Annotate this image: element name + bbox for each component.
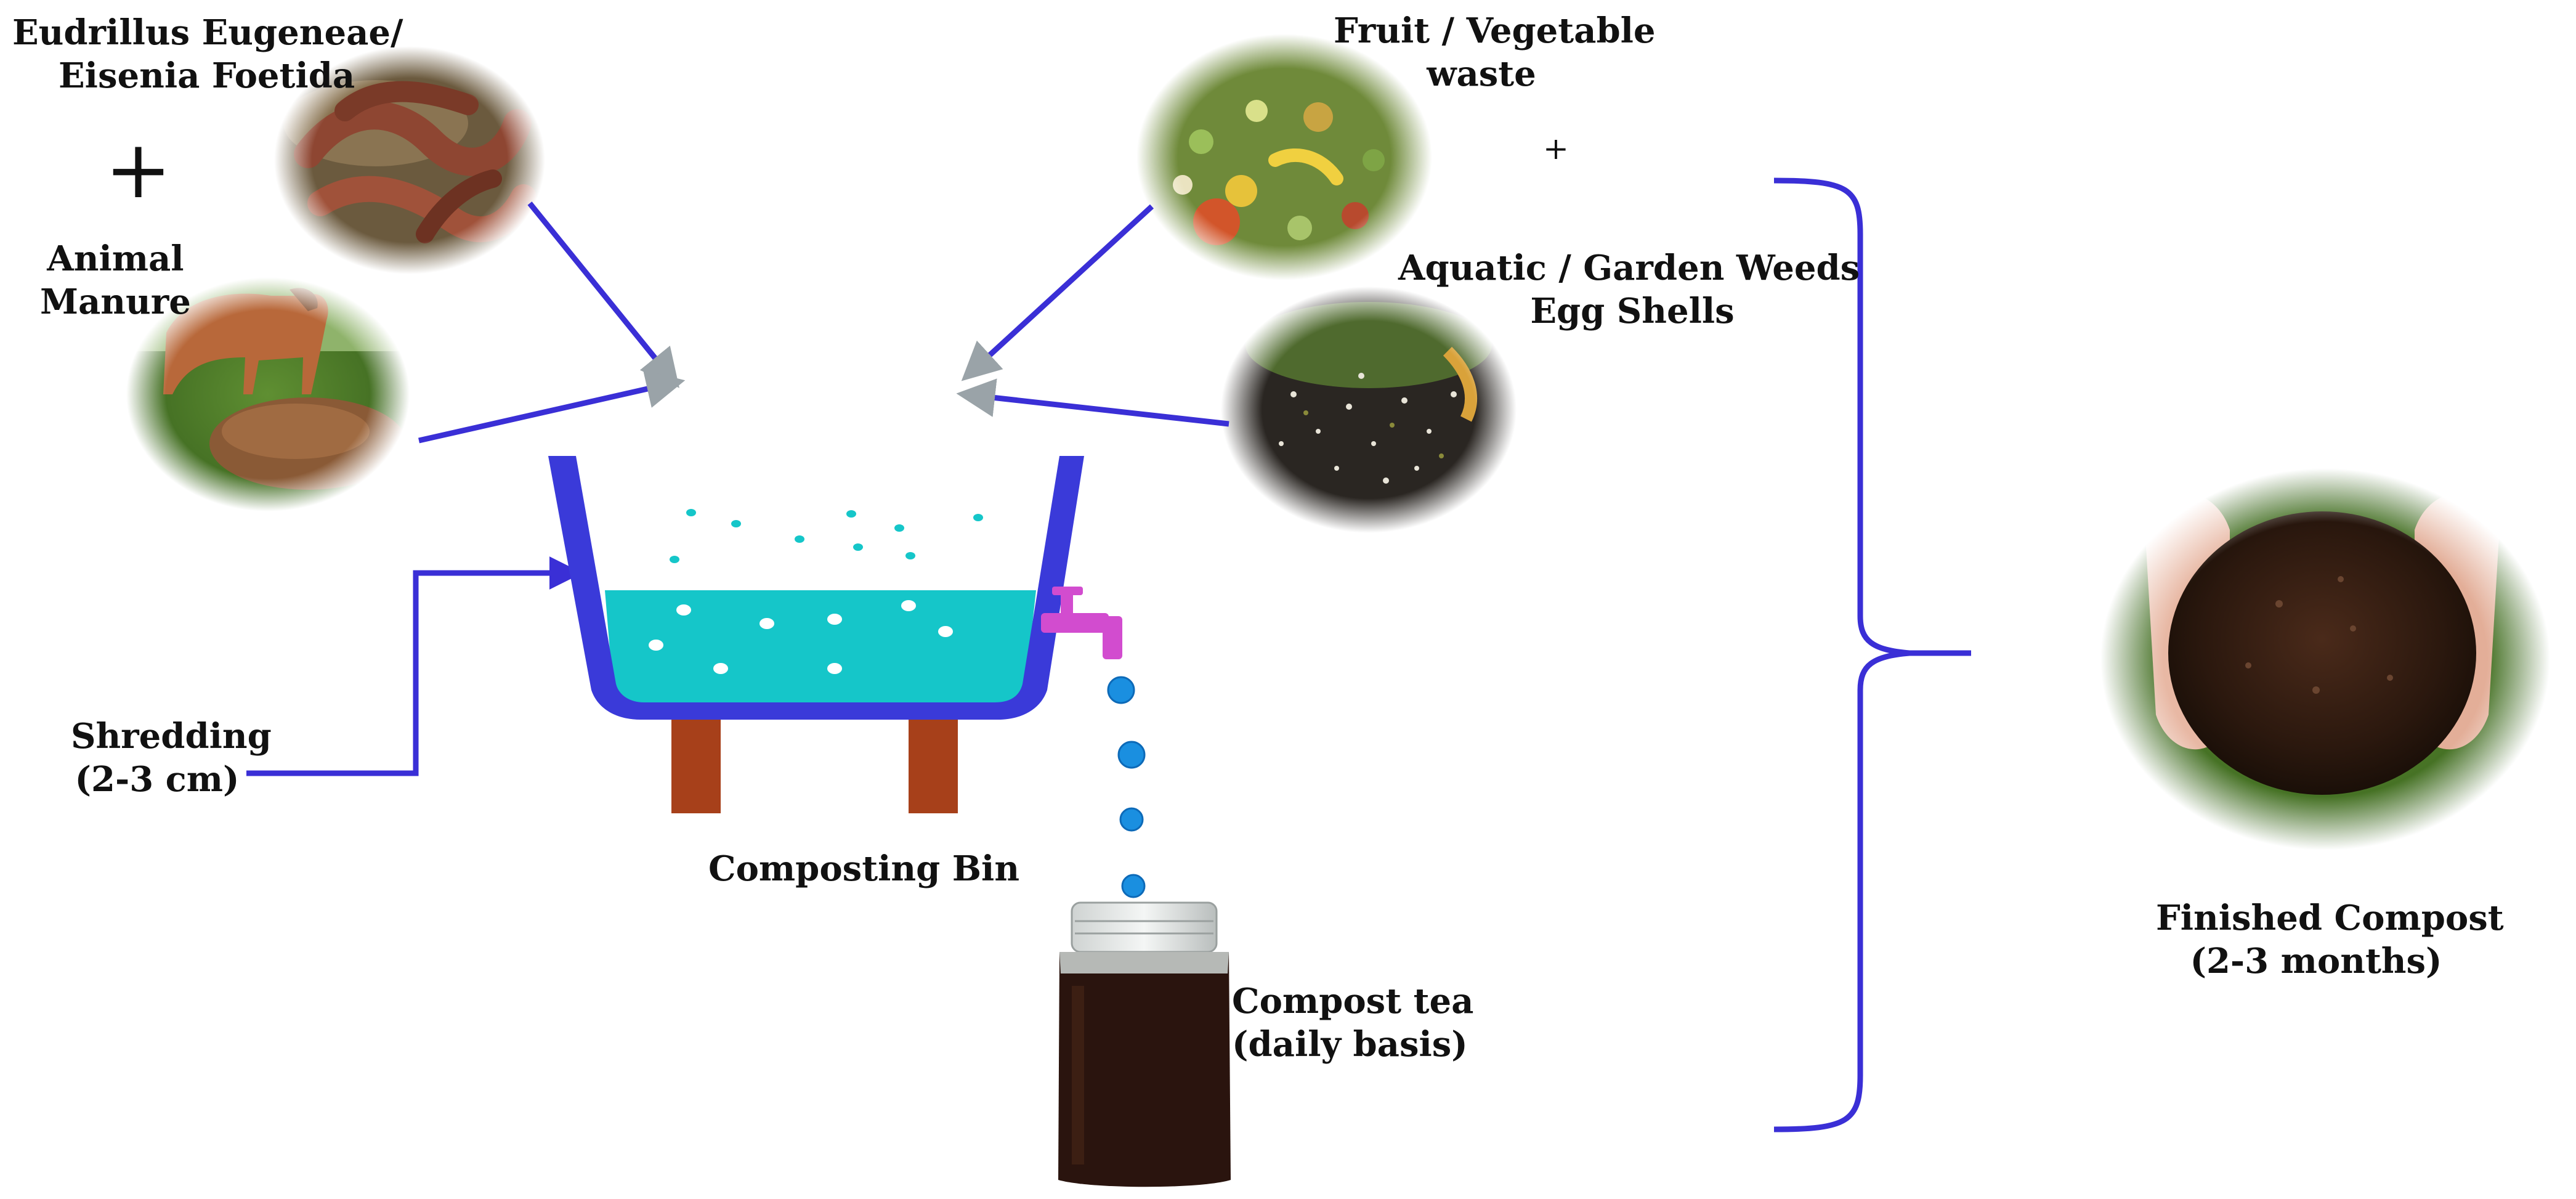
shredding-label-line1: Shredding [71, 716, 272, 757]
grouping-brace [1773, 177, 1971, 1132]
compost-tea-jar [1058, 901, 1231, 1187]
composting-bin [548, 456, 1122, 813]
manure-label: Animal Manure [40, 237, 191, 323]
earthworms-photo [274, 46, 545, 274]
compost-tea-droplets [1107, 676, 1146, 898]
weeds-label-line2: Egg Shells [1530, 291, 1735, 331]
arrow-manure-to-bin [418, 370, 686, 444]
fruit-label-line2: waste [1427, 54, 1536, 94]
bin-water [605, 590, 1036, 709]
shredding-label-line2: (2-3 cm) [75, 759, 240, 800]
horse-and-manure-photo [126, 277, 410, 511]
fruit-label-line1: Fruit / Vegetable [1334, 10, 1656, 51]
arrow-shredding-to-bin [246, 556, 583, 776]
finished-compost-label-line2: (2-3 months) [2190, 941, 2442, 982]
arrow-fruit-to-bin [961, 204, 1154, 381]
arrow-weeds-to-bin [956, 378, 1229, 427]
worms-label-line2: Eisenia Foetida [59, 55, 355, 96]
bin-leg-right [909, 709, 958, 813]
finished-compost-label-line1: Finished Compost [2156, 898, 2504, 938]
hands-holding-compost-photo [2100, 468, 2550, 850]
weeds-label-line1: Aquatic / Garden Weeds [1398, 248, 1860, 288]
bin-tap [1041, 587, 1122, 659]
weeds-label: Aquatic / Garden Weeds Egg Shells [1398, 246, 1860, 333]
shredding-label: Shredding (2-3 cm) [71, 715, 272, 801]
fruit-vegetable-waste-photo [1136, 34, 1432, 280]
manure-label-line1: Animal [47, 238, 184, 279]
compost-tea-label: Compost tea (daily basis) [1232, 980, 1474, 1066]
bin-bubbles-above [670, 509, 983, 563]
plus-small-sign: + [1543, 131, 1569, 166]
composting-bin-label: Composting Bin [708, 848, 1020, 889]
input-arrows [246, 201, 1229, 776]
compost-tea-label-line2: (daily basis) [1232, 1024, 1468, 1065]
bin-body [548, 456, 1084, 720]
worms-label: Eudrillus Eugeneae/ Eisenia Foetida [12, 11, 403, 97]
bin-bubbles-in-water [649, 600, 953, 674]
fruit-label: Fruit / Vegetable waste [1334, 9, 1656, 96]
manure-label-line2: Manure [40, 282, 191, 322]
bin-leg-left [671, 709, 721, 813]
finished-compost-label: Finished Compost (2-3 months) [2156, 896, 2504, 983]
plus-big-sign: + [105, 123, 172, 216]
arrow-worms-to-bin [527, 201, 679, 388]
weeds-eggshells-photo [1221, 287, 1517, 533]
worms-label-line1: Eudrillus Eugeneae/ [12, 12, 403, 53]
compost-tea-label-line1: Compost tea [1232, 981, 1474, 1022]
